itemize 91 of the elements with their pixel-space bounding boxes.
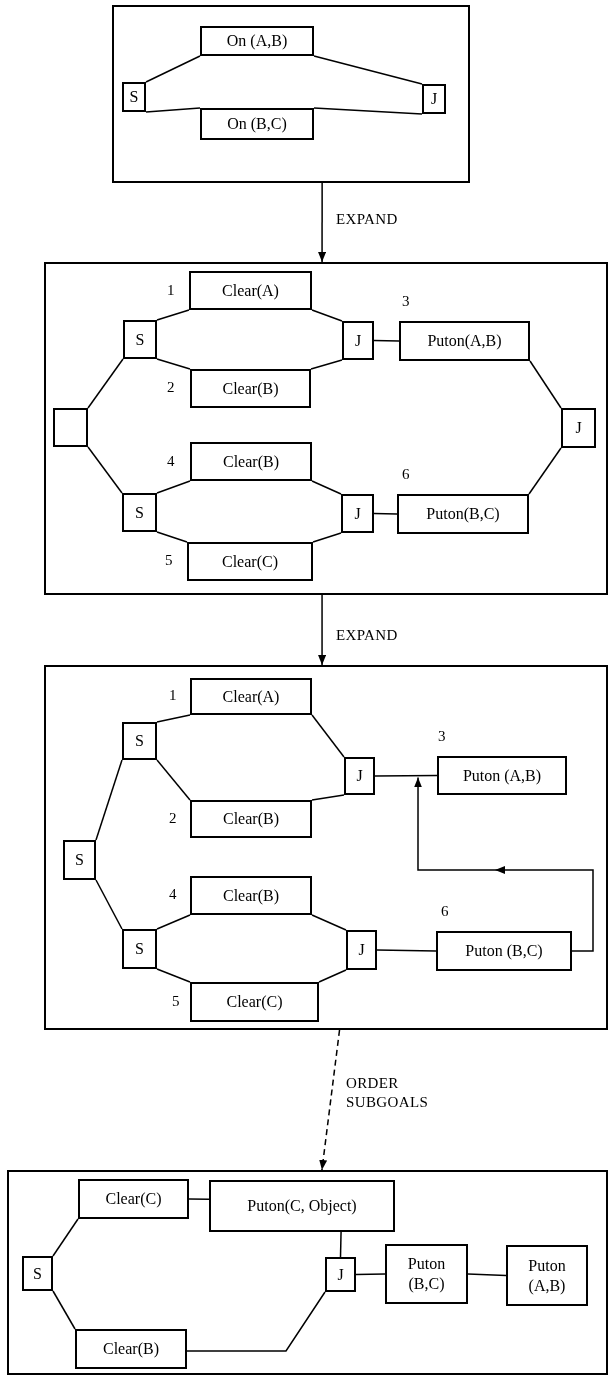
connector-line bbox=[311, 794, 345, 801]
goal-box: Clear(B) bbox=[190, 876, 312, 915]
connector-line bbox=[467, 1273, 507, 1277]
panel-frame bbox=[44, 262, 608, 595]
join-node-box: J bbox=[346, 930, 377, 970]
join-node-box: J bbox=[344, 757, 375, 795]
connector-line bbox=[311, 914, 347, 931]
arrow bbox=[318, 182, 327, 263]
panel-frame bbox=[7, 1170, 608, 1375]
connector-line bbox=[156, 968, 191, 983]
connector-line bbox=[156, 309, 190, 321]
callout-number: 4 bbox=[167, 452, 175, 471]
connector-line bbox=[339, 1231, 342, 1258]
arrow bbox=[414, 776, 594, 952]
goal-box: Clear(B) bbox=[75, 1329, 187, 1369]
goal-box: Clear(C) bbox=[190, 982, 319, 1022]
connector-line bbox=[95, 759, 123, 841]
connector-line bbox=[95, 879, 123, 930]
connector-line bbox=[313, 107, 423, 115]
connector-line bbox=[145, 55, 201, 83]
goal-box: Clear(B) bbox=[190, 369, 311, 408]
join-node-box: J bbox=[422, 84, 446, 114]
connector-line bbox=[373, 512, 398, 515]
callout-number: 1 bbox=[169, 686, 177, 705]
split-node-box: S bbox=[22, 1256, 53, 1291]
callout-number: 5 bbox=[165, 551, 173, 570]
connector-line bbox=[156, 914, 191, 930]
connector-line bbox=[310, 359, 343, 370]
goal-box: Clear(C) bbox=[187, 542, 313, 581]
callout-number: 4 bbox=[169, 885, 177, 904]
connector-line bbox=[318, 969, 347, 983]
split-node-box: S bbox=[63, 840, 96, 880]
callout-number: 2 bbox=[167, 378, 175, 397]
goal-box: Puton (B,C) bbox=[436, 931, 572, 971]
callout-number: 5 bbox=[172, 992, 180, 1011]
goal-box: Puton(B,C) bbox=[397, 494, 529, 534]
connector-line bbox=[52, 1290, 76, 1330]
connector-line bbox=[186, 1291, 326, 1352]
arrow bbox=[318, 594, 327, 666]
panel-frame bbox=[44, 665, 608, 1030]
split-node-box: S bbox=[122, 929, 157, 969]
connector-line bbox=[311, 480, 342, 495]
connector-line bbox=[355, 1273, 386, 1276]
goal-box: Puton (A,B) bbox=[506, 1245, 588, 1306]
goal-box: Clear(B) bbox=[190, 442, 312, 481]
connector-line bbox=[528, 447, 562, 495]
goal-box: Clear(A) bbox=[190, 678, 312, 715]
join-node-box: J bbox=[325, 1257, 356, 1292]
goal-box: Puton (A,B) bbox=[437, 756, 567, 795]
panel-frame bbox=[112, 5, 470, 183]
split-node-box: S bbox=[122, 82, 146, 112]
goal-box: Clear(C) bbox=[78, 1179, 189, 1219]
empty-box bbox=[53, 408, 88, 447]
connector-line bbox=[156, 714, 191, 723]
callout-number: 6 bbox=[402, 465, 410, 484]
callout-number: 3 bbox=[438, 727, 446, 746]
callout-number: 2 bbox=[169, 809, 177, 828]
connector-line bbox=[52, 1218, 79, 1257]
join-node-box: J bbox=[342, 321, 374, 360]
connector-line bbox=[156, 531, 188, 543]
goal-box: On (A,B) bbox=[200, 26, 314, 56]
split-node-box: S bbox=[122, 493, 157, 532]
connector-line bbox=[87, 358, 124, 409]
goal-box: Puton(C, Object) bbox=[209, 1180, 395, 1232]
connector-line bbox=[529, 360, 562, 409]
connector-line bbox=[156, 759, 191, 801]
connector-line bbox=[376, 949, 437, 952]
join-node-box: J bbox=[341, 494, 374, 533]
goal-box: On (B,C) bbox=[200, 108, 314, 140]
goal-box: Puton(A,B) bbox=[399, 321, 530, 361]
goal-box: Clear(A) bbox=[189, 271, 312, 310]
connector-line bbox=[145, 107, 201, 113]
join-node-box: J bbox=[561, 408, 596, 448]
callout-number: 3 bbox=[402, 292, 410, 311]
callout-number: 6 bbox=[441, 902, 449, 921]
connector-line bbox=[311, 714, 345, 758]
split-node-box: S bbox=[122, 722, 157, 760]
connector-line bbox=[373, 339, 400, 342]
arrow bbox=[319, 1029, 341, 1171]
split-node-box: S bbox=[123, 320, 157, 359]
connector-line bbox=[311, 309, 343, 322]
connector-line bbox=[374, 774, 438, 777]
connector-line bbox=[156, 358, 191, 370]
connector-line bbox=[313, 55, 423, 85]
connector-line bbox=[188, 1198, 210, 1200]
callout-number: 1 bbox=[167, 281, 175, 300]
connector-line bbox=[312, 532, 342, 543]
goal-box: Clear(B) bbox=[190, 800, 312, 838]
goal-box: Puton (B,C) bbox=[385, 1244, 468, 1304]
connector-line bbox=[87, 446, 123, 494]
connector-line bbox=[156, 480, 191, 494]
